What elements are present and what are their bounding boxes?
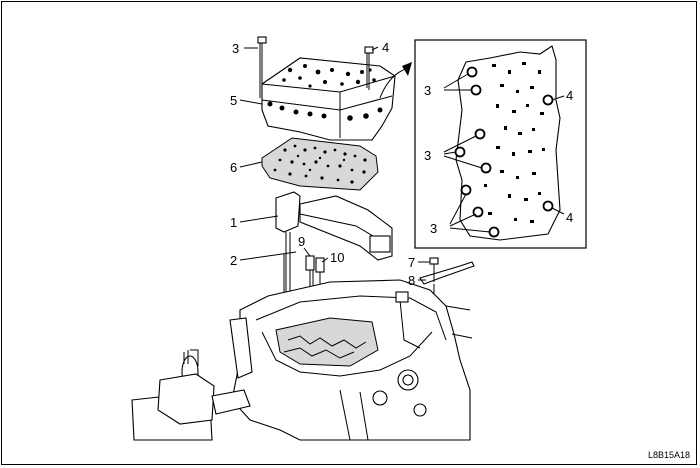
bolt-7 [429, 257, 439, 282]
detail-bolt-holes [454, 66, 554, 238]
figure-code: L8B15A18 [647, 450, 690, 460]
transaxle-case [231, 279, 473, 441]
callout-5: 5 [230, 93, 237, 108]
callout-3-top: 3 [232, 41, 239, 56]
detail-inset [414, 39, 587, 249]
callout-8: 8 [408, 273, 415, 288]
callout-6: 6 [230, 160, 237, 175]
callout-3-detail-a: 3 [424, 83, 431, 98]
separator-plate [261, 137, 379, 191]
detail-arrow [379, 62, 412, 99]
harness-sensor [275, 191, 393, 332]
callout-3-detail-b: 3 [424, 148, 431, 163]
callout-7: 7 [408, 255, 415, 270]
callout-labels: 3 4 5 6 1 2 9 10 7 8 3 4 3 3 4 [230, 40, 573, 288]
leader-lines [239, 46, 565, 281]
mounting-stand [131, 317, 253, 441]
callout-4-detail-b: 4 [566, 210, 573, 225]
callout-9: 9 [298, 234, 305, 249]
callout-4-top: 4 [382, 40, 389, 55]
bolt-4-top [364, 46, 374, 90]
callout-10: 10 [330, 250, 344, 265]
callout-2: 2 [230, 253, 237, 268]
bolt-3-top [257, 36, 267, 100]
callout-1: 1 [230, 215, 237, 230]
valve-body [261, 57, 396, 141]
callout-3-detail-c: 3 [430, 221, 437, 236]
callout-4-detail-a: 4 [566, 88, 573, 103]
